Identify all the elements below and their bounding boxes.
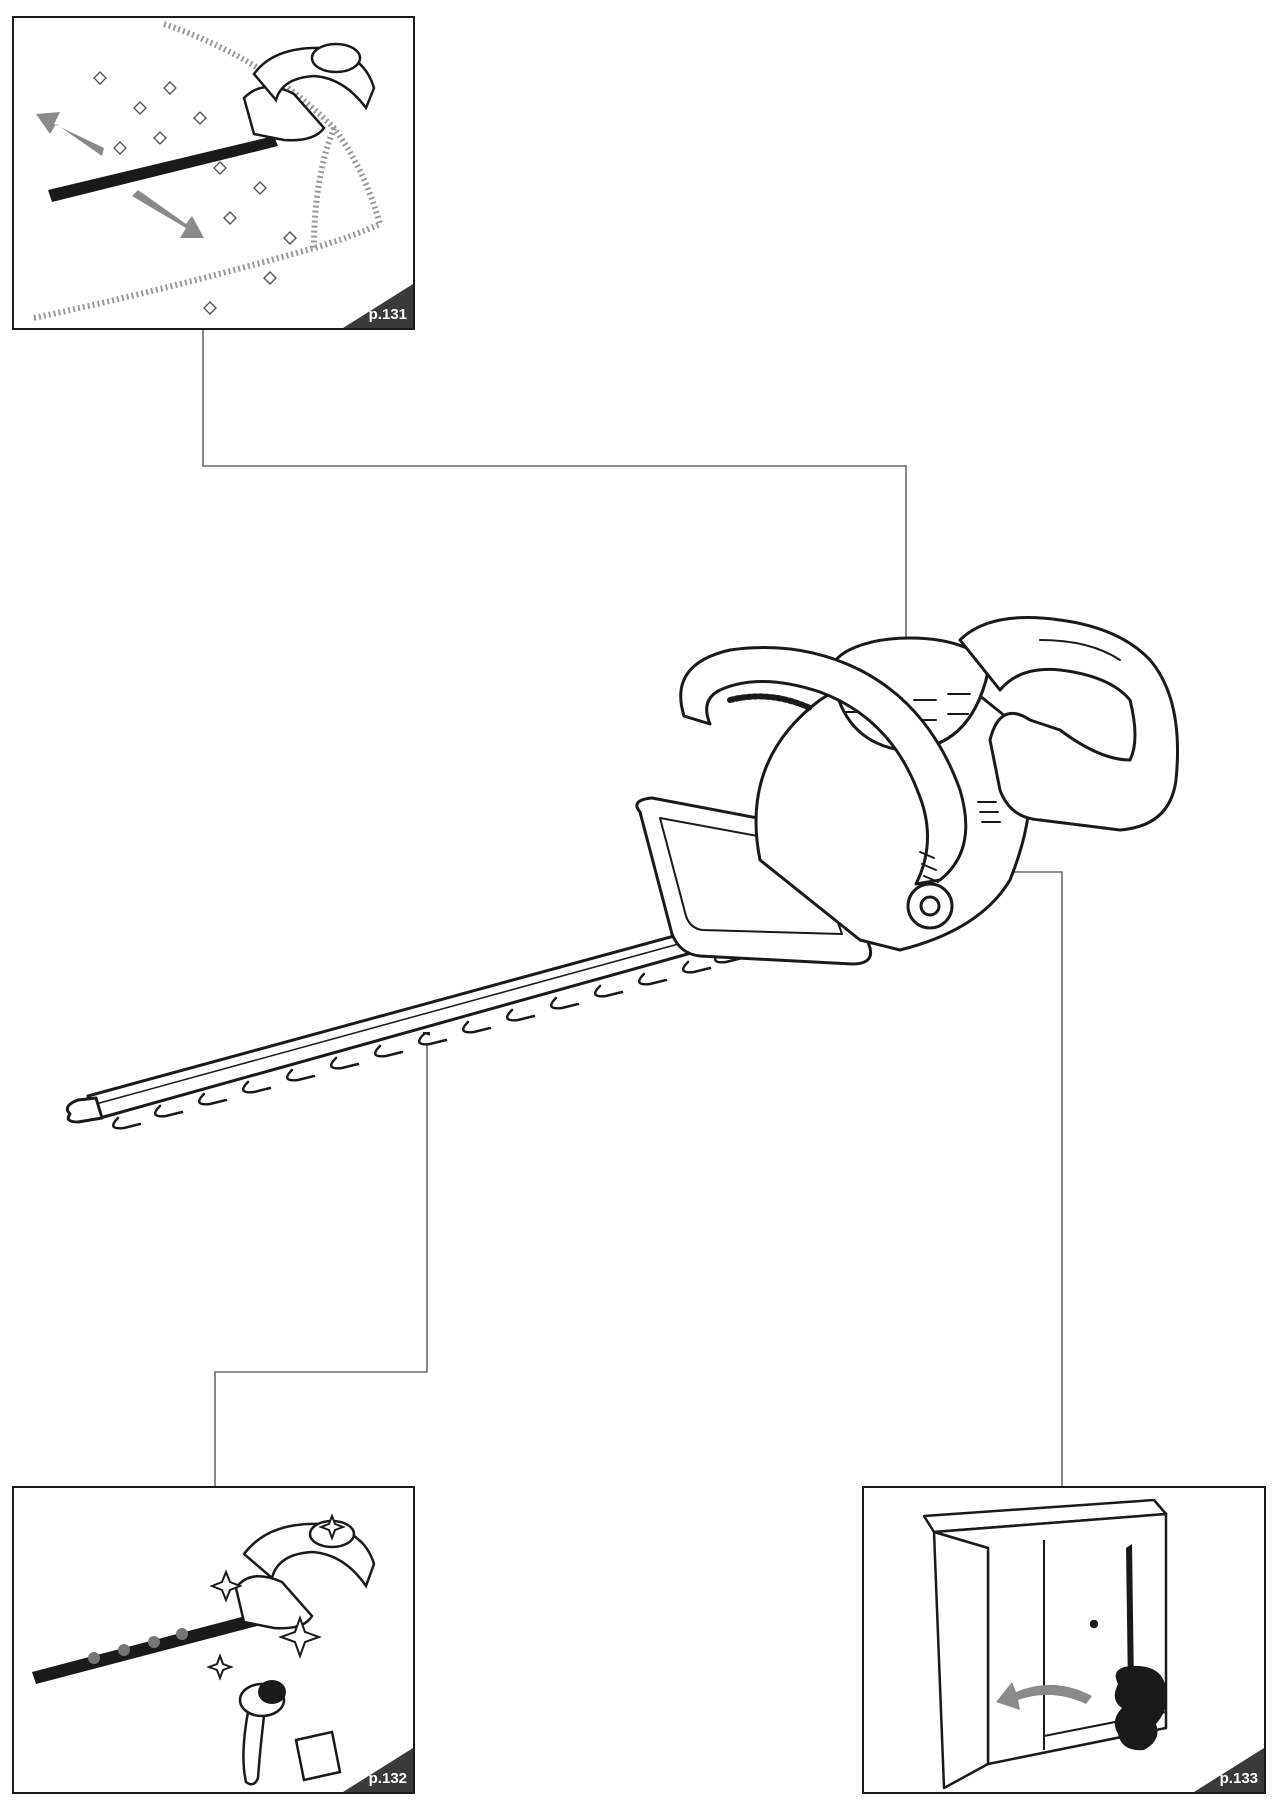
page-ref-storage: p.133 <box>1219 1770 1258 1787</box>
sparkle-icon <box>209 1569 243 1603</box>
blade-teeth <box>111 950 744 1130</box>
page-ref-cutting: p.131 <box>368 306 407 323</box>
panel-storage: p.133 <box>862 1486 1266 1794</box>
panel-cleaning: p.132 <box>12 1486 415 1794</box>
rear-handle <box>958 616 1179 832</box>
front-handle <box>679 646 968 886</box>
cleaning-illustration <box>32 1513 376 1786</box>
page-ref-cleaning: p.132 <box>368 1770 407 1787</box>
arrow-up-left <box>36 112 104 156</box>
hedge-trimming-illustration <box>33 21 383 321</box>
cloth-icon <box>294 1730 342 1782</box>
page-tag-cutting: p.131 <box>343 284 413 328</box>
stored-trimmer <box>1114 1665 1167 1751</box>
leader-line-cutting <box>202 328 907 646</box>
storage-cabinet-illustration <box>922 1498 1168 1790</box>
arrow-into-cabinet <box>996 1682 1092 1710</box>
page-tag-storage: p.133 <box>1194 1748 1264 1792</box>
panel-cutting: p.131 <box>12 16 415 330</box>
arrow-down-right <box>132 190 204 238</box>
page-tag-cleaning: p.132 <box>343 1748 413 1792</box>
leader-line-cleaning <box>214 1036 428 1486</box>
blade-bar <box>86 916 754 1120</box>
cabinet-door <box>932 1530 990 1790</box>
